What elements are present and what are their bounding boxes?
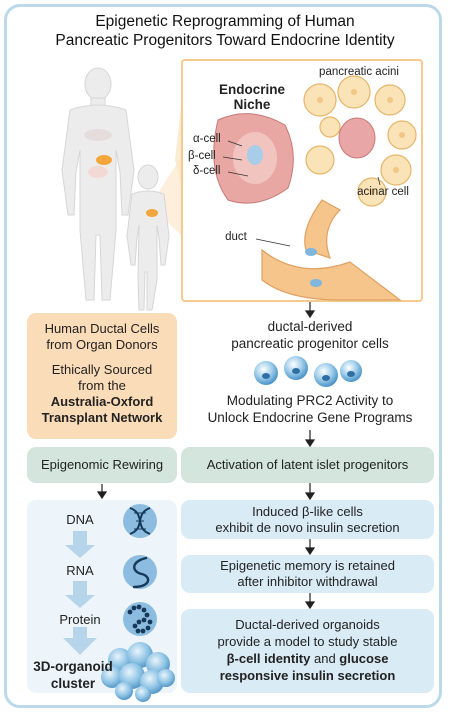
progenitor-cells-text: ductal-derived pancreatic progenitor cel… bbox=[231, 319, 389, 351]
duct-label: duct bbox=[225, 231, 247, 243]
title-line-2: Pancreatic Progenitors Toward Endocrine … bbox=[55, 32, 395, 49]
dna-label: DNA bbox=[66, 512, 94, 527]
induced-beta-cells-box: Induced β-like cells exhibit de novo ins… bbox=[181, 500, 434, 539]
delta-cell-label: δ-cell bbox=[193, 165, 221, 177]
organoid-model-box: Ductal-derived organoids provide a model… bbox=[181, 609, 434, 693]
pancreatic-acini-label: pancreatic acini bbox=[319, 66, 399, 78]
beta-cell-label: β-cell bbox=[188, 150, 216, 162]
alpha-cell-label: α-cell bbox=[193, 133, 221, 145]
acinar-cell-label: acinar cell bbox=[357, 186, 409, 198]
epigenetic-memory-box: Epigenetic memory is retained after inhi… bbox=[181, 555, 434, 593]
donor-cells-box: Human Ductal Cells from Organ Donors Eth… bbox=[27, 313, 177, 439]
activation-box: Activation of latent islet progenitors bbox=[181, 447, 434, 483]
organoid-label: 3D-organoid cluster bbox=[33, 659, 113, 691]
prc2-text: Modulating PRC2 Activity to Unlock Endoc… bbox=[207, 393, 413, 425]
figure-title: Epigenetic Reprogramming of Human Pancre… bbox=[0, 12, 450, 50]
rna-label: RNA bbox=[66, 563, 94, 578]
endocrine-niche-label: Endocrine Niche bbox=[218, 82, 285, 112]
protein-label: Protein bbox=[59, 612, 101, 627]
epigenomic-rewiring-box: Epigenomic Rewiring bbox=[27, 447, 177, 483]
title-line-1: Epigenetic Reprogramming of Human bbox=[95, 13, 355, 30]
figure-frame bbox=[4, 4, 442, 708]
